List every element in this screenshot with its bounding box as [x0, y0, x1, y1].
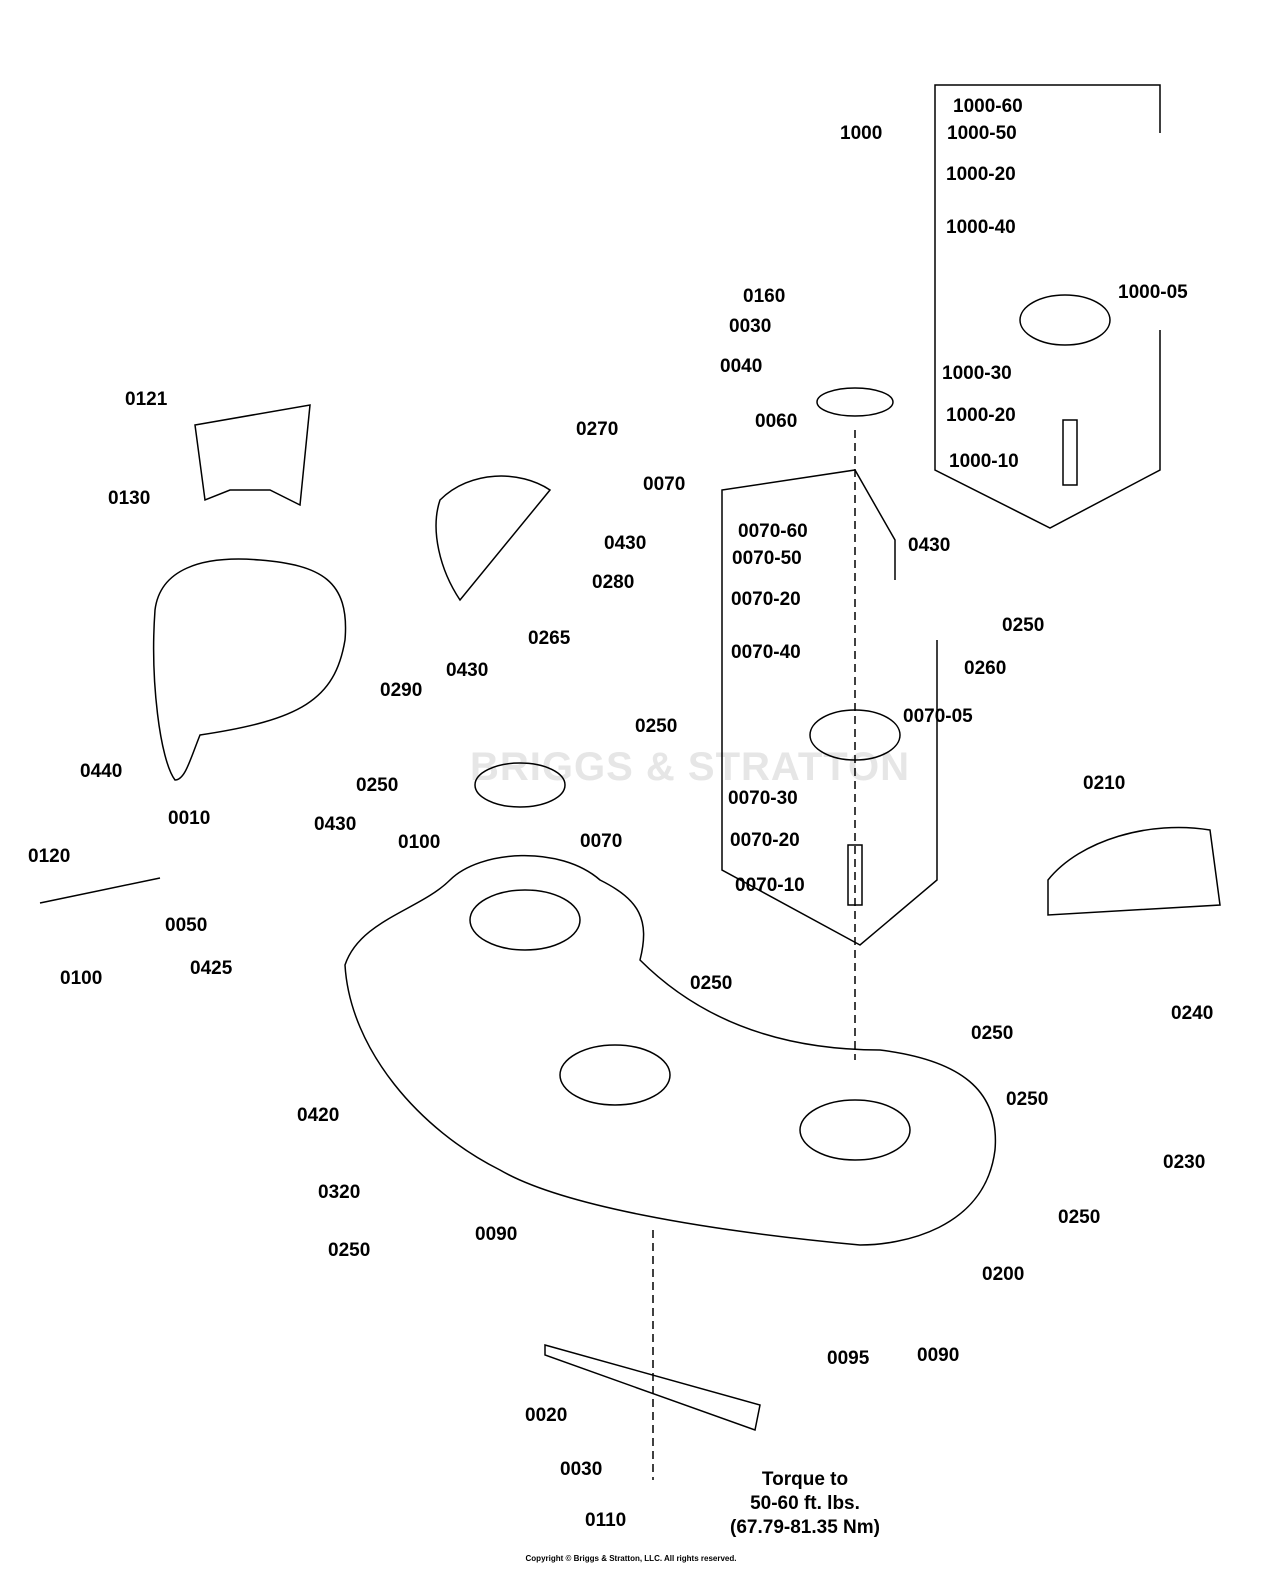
- kit-1000-outline: [934, 84, 1161, 529]
- part-label-1000: 1000: [840, 123, 883, 144]
- part-label-0030: 0030: [560, 1459, 603, 1480]
- spindle-opening-left: [469, 889, 581, 951]
- part-label-0430: 0430: [604, 533, 647, 554]
- part-label-0050: 0050: [165, 915, 208, 936]
- part-label-0020: 0020: [525, 1405, 568, 1426]
- part-label-0430: 0430: [314, 814, 357, 835]
- belt-cover-right: [1047, 826, 1221, 916]
- part-label-0250: 0250: [635, 716, 678, 737]
- part-label-0250: 0250: [1002, 615, 1045, 636]
- part-label-0130: 0130: [108, 488, 151, 509]
- part-label-1000-20: 1000-20: [946, 405, 1016, 426]
- part-label-1000-50: 1000-50: [947, 123, 1017, 144]
- part-label-0430: 0430: [908, 535, 951, 556]
- part-label-1000-60: 1000-60: [953, 96, 1023, 117]
- part-label-0070-60: 0070-60: [738, 521, 808, 542]
- part-label-0010: 0010: [168, 808, 211, 829]
- copyright-text: Copyright © Briggs & Stratton, LLC. All …: [525, 1554, 737, 1563]
- part-label-0260: 0260: [964, 658, 1007, 679]
- discharge-chute: [152, 558, 347, 781]
- mower-deck: [344, 854, 997, 1246]
- part-label-0070-05: 0070-05: [903, 706, 973, 727]
- belt-cover-left: [435, 475, 552, 602]
- part-label-0060: 0060: [755, 411, 798, 432]
- spindle-shaft-1000-10: [1062, 419, 1078, 486]
- torque-line-3: (67.79-81.35 Nm): [730, 1517, 880, 1538]
- part-label-0120: 0120: [28, 846, 71, 867]
- part-label-1000-30: 1000-30: [942, 363, 1012, 384]
- part-label-0280: 0280: [592, 572, 635, 593]
- part-label-0250: 0250: [328, 1240, 371, 1261]
- part-label-0070-40: 0070-40: [731, 642, 801, 663]
- part-label-0210: 0210: [1083, 773, 1126, 794]
- part-label-0420: 0420: [297, 1105, 340, 1126]
- part-label-1000-20: 1000-20: [946, 164, 1016, 185]
- part-label-0250: 0250: [690, 973, 733, 994]
- part-label-1000-10: 1000-10: [949, 451, 1019, 472]
- spindle-opening-right: [799, 1099, 911, 1161]
- spindle-opening-center: [559, 1044, 671, 1106]
- part-label-0270: 0270: [576, 419, 619, 440]
- part-label-0440: 0440: [80, 761, 123, 782]
- part-label-0265: 0265: [528, 628, 571, 649]
- part-label-0030: 0030: [729, 316, 772, 337]
- part-label-0070-50: 0070-50: [732, 548, 802, 569]
- part-label-0100: 0100: [60, 968, 103, 989]
- part-label-0110: 0110: [585, 1510, 627, 1531]
- part-label-0160: 0160: [743, 286, 786, 307]
- part-label-0070-20: 0070-20: [730, 830, 800, 851]
- part-label-0040: 0040: [720, 356, 763, 377]
- spindle-housing-1000-30: [1019, 294, 1111, 346]
- part-label-1000-05: 1000-05: [1118, 282, 1188, 303]
- part-label-0425: 0425: [190, 958, 233, 979]
- part-label-0070-10: 0070-10: [735, 875, 805, 896]
- brand-watermark: BRIGGS & STRATTON: [470, 745, 910, 789]
- part-label-1000-40: 1000-40: [946, 217, 1016, 238]
- mower-blade: [544, 1344, 761, 1431]
- part-label-0250: 0250: [971, 1023, 1014, 1044]
- part-label-0200: 0200: [982, 1264, 1025, 1285]
- kit-0070-outline: [721, 469, 938, 946]
- part-label-0100: 0100: [398, 832, 441, 853]
- part-label-0095: 0095: [827, 1348, 870, 1369]
- part-label-0240: 0240: [1171, 1003, 1214, 1024]
- part-label-0320: 0320: [318, 1182, 361, 1203]
- part-label-0070: 0070: [580, 831, 623, 852]
- part-label-0070: 0070: [643, 474, 686, 495]
- torque-line-1: Torque to: [761, 1469, 849, 1490]
- part-label-0090: 0090: [917, 1345, 960, 1366]
- chute-deflector-plate: [194, 404, 311, 507]
- spring-rod: [39, 877, 161, 904]
- part-label-0070-20: 0070-20: [731, 589, 801, 610]
- part-label-0230: 0230: [1163, 1152, 1206, 1173]
- part-label-0090: 0090: [475, 1224, 518, 1245]
- part-label-0290: 0290: [380, 680, 423, 701]
- torque-line-2: 50-60 ft. lbs.: [750, 1493, 860, 1514]
- torque-note: Torque to 50-60 ft. lbs. (67.79-81.35 Nm…: [700, 1468, 910, 1540]
- part-label-0250: 0250: [1006, 1089, 1049, 1110]
- spindle-housing-0070: [474, 762, 566, 808]
- pulley: [816, 387, 894, 417]
- part-label-0070-30: 0070-30: [728, 788, 798, 809]
- part-label-0250: 0250: [1058, 1207, 1101, 1228]
- part-label-0250: 0250: [356, 775, 399, 796]
- part-label-0121: 0121: [125, 389, 168, 410]
- part-label-0430: 0430: [446, 660, 489, 681]
